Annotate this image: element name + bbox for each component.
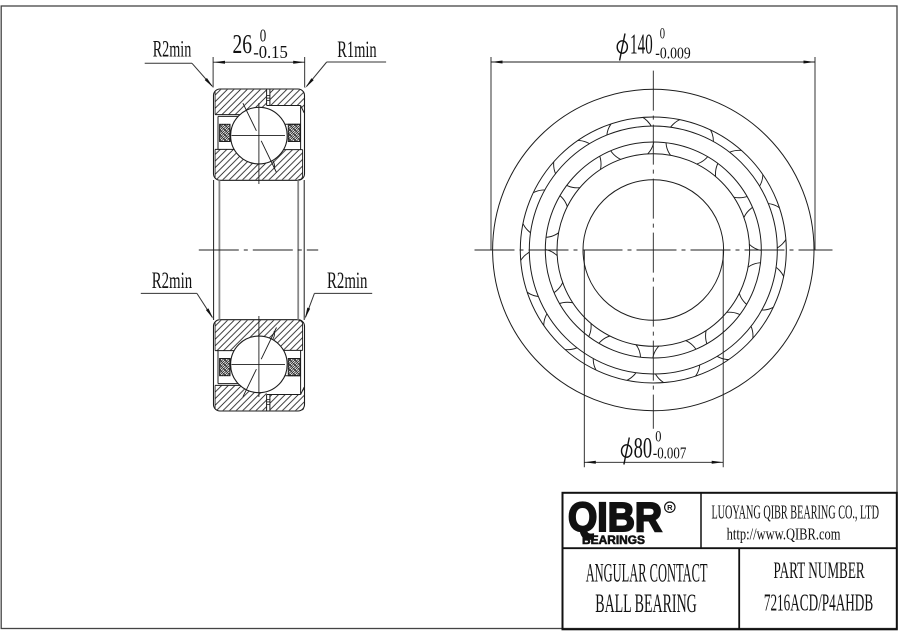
svg-text:0: 0 (260, 26, 267, 46)
svg-text:LUOYANG QIBR BEARING CO., LTD: LUOYANG QIBR BEARING CO., LTD (711, 501, 879, 523)
svg-text:PART NUMBER: PART NUMBER (774, 558, 866, 583)
svg-text:BALL BEARING: BALL BEARING (595, 589, 697, 618)
svg-text:R2min: R2min (327, 268, 368, 293)
svg-text:0: 0 (655, 428, 661, 445)
svg-text:0: 0 (660, 26, 665, 43)
svg-text:R: R (667, 503, 673, 512)
svg-text:ANGULAR CONTACT: ANGULAR CONTACT (586, 559, 708, 588)
svg-text:7216ACD/P4AHDB: 7216ACD/P4AHDB (764, 590, 873, 616)
svg-text:-0.15: -0.15 (253, 42, 288, 62)
svg-text:-0.009: -0.009 (655, 44, 690, 63)
svg-text:R2min: R2min (153, 37, 192, 62)
svg-text:140: 140 (630, 28, 653, 60)
svg-text:QIBR: QIBR (568, 494, 662, 540)
svg-text:BEARINGS: BEARINGS (582, 535, 645, 547)
svg-text:http://www.QIBR.com: http://www.QIBR.com (727, 524, 841, 543)
svg-text:26: 26 (233, 29, 253, 59)
svg-text:R2min: R2min (152, 268, 193, 293)
svg-text:-0.007: -0.007 (653, 443, 687, 462)
svg-text:R1min: R1min (337, 37, 377, 62)
svg-text:80: 80 (634, 432, 653, 465)
